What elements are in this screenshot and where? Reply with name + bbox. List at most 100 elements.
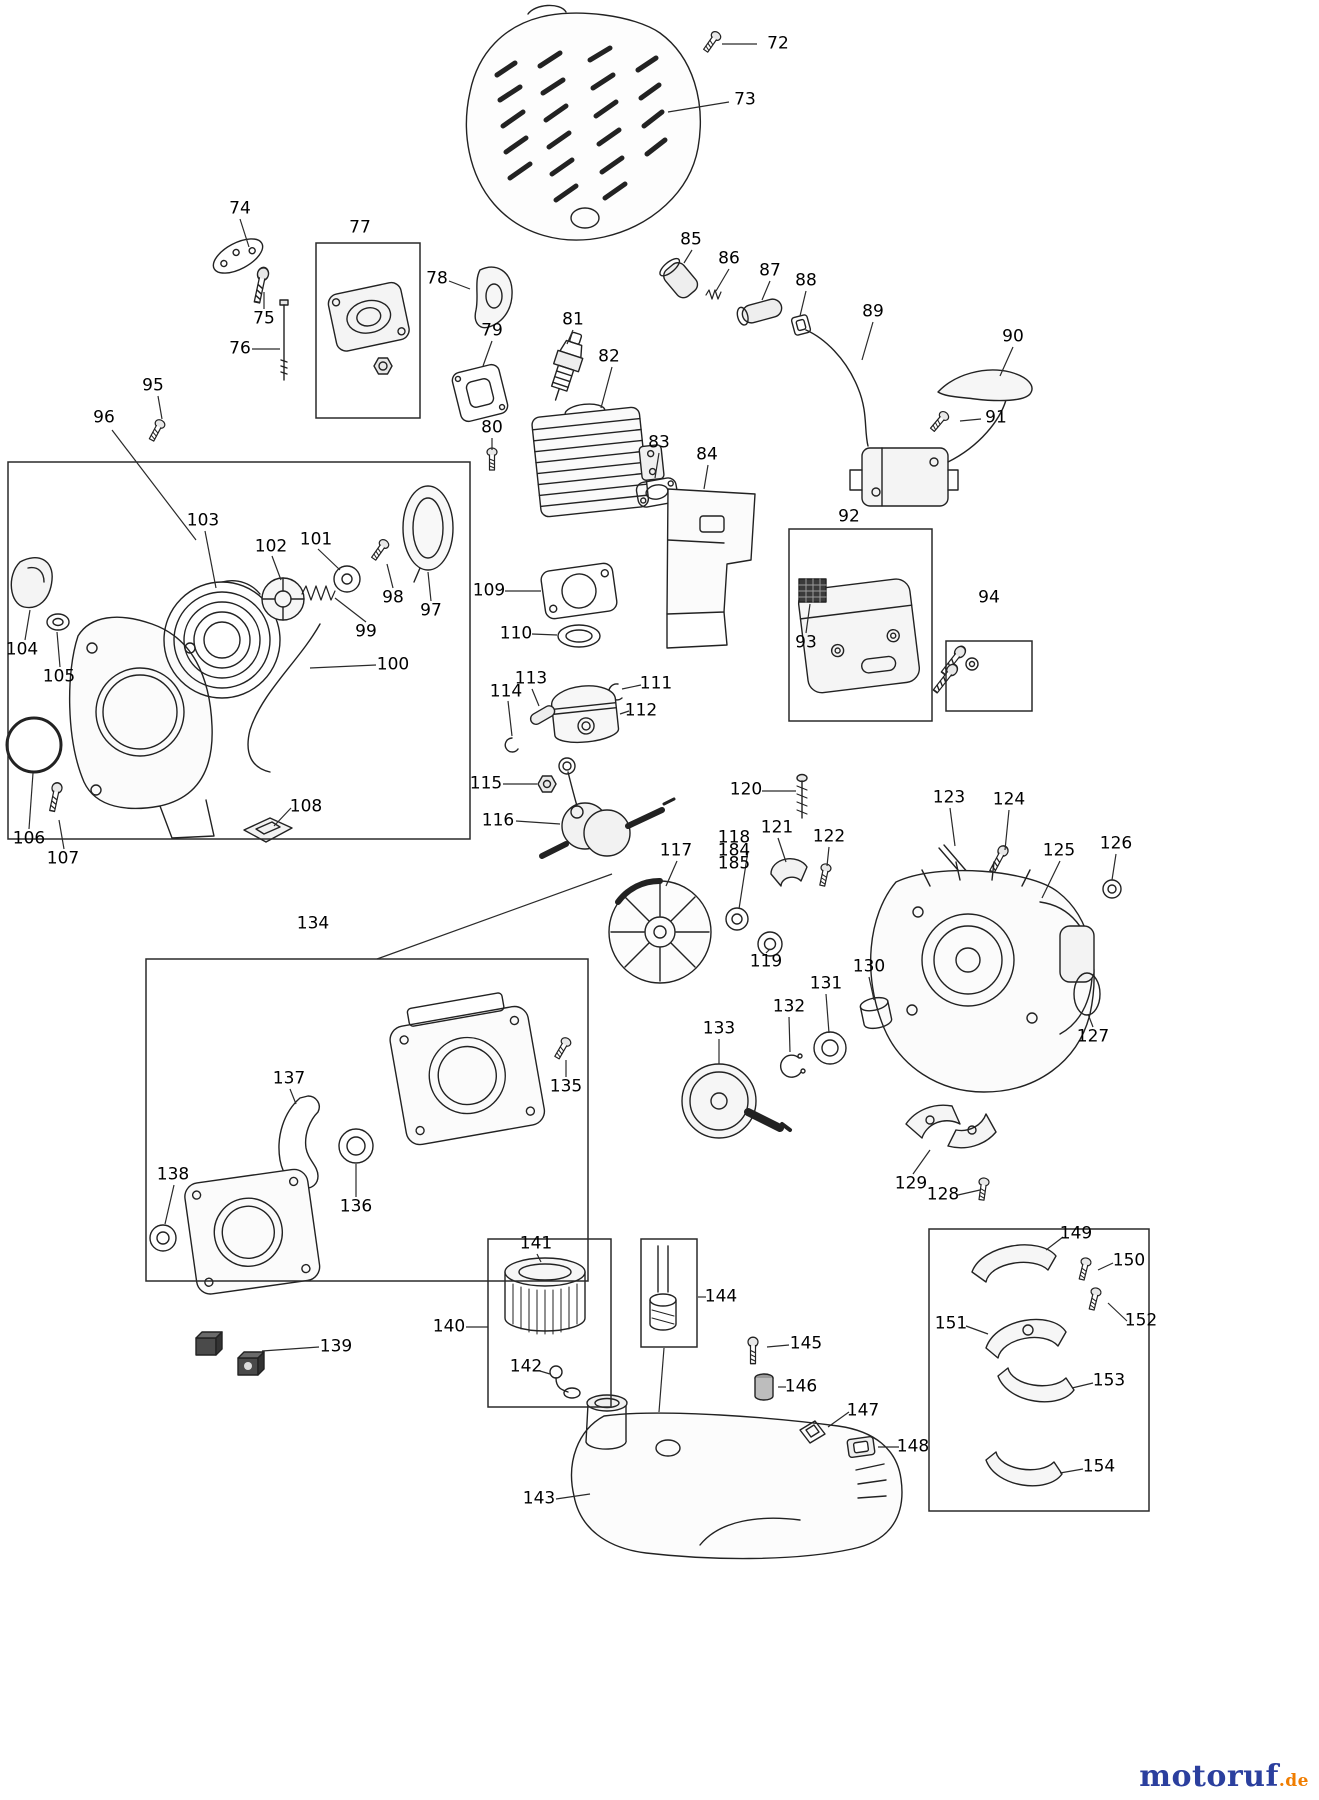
bearing-118-art xyxy=(725,907,749,931)
part-label-146: 146 xyxy=(784,1376,818,1397)
leader-line xyxy=(376,873,613,960)
part-label-94: 94 xyxy=(978,587,1000,608)
leader-line xyxy=(427,571,432,602)
leader-line xyxy=(765,948,771,954)
leader-line xyxy=(826,846,830,867)
part-label-127: 127 xyxy=(1076,1026,1110,1047)
part-label-120: 120 xyxy=(729,779,763,800)
group-box xyxy=(315,242,421,419)
clamp-153-art xyxy=(997,1367,1075,1403)
part-label-116: 116 xyxy=(481,810,515,831)
part-label-103: 103 xyxy=(186,510,220,531)
part-label-153: 153 xyxy=(1092,1370,1126,1391)
carb-gasket-art xyxy=(212,238,264,274)
clamp-154-art xyxy=(985,1451,1063,1487)
part-label-151: 151 xyxy=(934,1313,968,1334)
leader-line xyxy=(957,1189,981,1196)
leader-line xyxy=(1097,1262,1114,1271)
part-label-147: 147 xyxy=(846,1400,880,1421)
part-label-119: 119 xyxy=(749,951,783,972)
part-label-80: 80 xyxy=(481,417,503,438)
part-label-73: 73 xyxy=(734,89,756,110)
bracket-78-art xyxy=(474,266,513,329)
leader-line xyxy=(799,290,807,317)
part-label-142: 142 xyxy=(509,1356,543,1377)
part-label-110: 110 xyxy=(499,623,533,644)
group-box xyxy=(7,461,471,840)
part-label-97: 97 xyxy=(420,600,442,621)
piston-art xyxy=(551,685,620,744)
part-label-141: 141 xyxy=(519,1233,553,1254)
part-label-122: 122 xyxy=(812,826,846,847)
part-label-118: 118 xyxy=(717,827,751,848)
part-label-106: 106 xyxy=(12,828,46,849)
part-label-123: 123 xyxy=(932,787,966,808)
part-label-149: 149 xyxy=(1059,1223,1093,1244)
crankcase-art xyxy=(870,861,1095,1093)
rewind-spring-art xyxy=(163,580,281,699)
leader-line xyxy=(959,418,982,422)
part-label-125: 125 xyxy=(1042,840,1076,861)
ignition-coil-art xyxy=(805,329,1007,507)
leader-line xyxy=(999,346,1014,377)
case-half-a-art xyxy=(389,992,546,1146)
part-label-96: 96 xyxy=(93,407,115,428)
leader-line xyxy=(619,710,630,715)
leader-line xyxy=(658,1347,665,1413)
leader-line xyxy=(334,597,367,623)
gasket-79-art xyxy=(451,363,509,423)
leader-line xyxy=(621,684,642,690)
part-label-137: 137 xyxy=(272,1068,306,1089)
leader-line xyxy=(861,321,874,361)
part-label-114: 114 xyxy=(489,681,523,702)
leader-line xyxy=(1004,809,1010,851)
starter-cap-art xyxy=(402,485,454,583)
leader-line xyxy=(555,1493,591,1500)
leader-line xyxy=(448,280,471,290)
part-label-101: 101 xyxy=(299,529,333,550)
leader-line xyxy=(1059,1468,1084,1474)
part-label-115: 115 xyxy=(469,773,503,794)
group-box xyxy=(788,528,933,722)
leader-line xyxy=(912,1149,931,1175)
group-box xyxy=(640,1238,698,1348)
part-label-154: 154 xyxy=(1082,1456,1116,1477)
heat-shield-art xyxy=(666,488,756,649)
part-label-82: 82 xyxy=(598,346,620,367)
part-label-91: 91 xyxy=(985,407,1007,428)
part-label-79: 79 xyxy=(481,320,503,341)
leader-line xyxy=(868,976,875,1001)
leader-line xyxy=(531,688,540,707)
leader-line xyxy=(703,464,709,490)
base-gasket-art xyxy=(540,562,618,620)
bearing-136-art xyxy=(338,1128,374,1164)
bearing-131-art xyxy=(813,1031,847,1065)
part-label-87: 87 xyxy=(759,260,781,281)
piston-pin-art xyxy=(529,705,556,726)
nuts-139-art xyxy=(195,1331,265,1376)
part-label-148: 148 xyxy=(896,1436,930,1457)
leader-line xyxy=(600,366,613,409)
part-label-144: 144 xyxy=(704,1286,738,1307)
part-label-84: 84 xyxy=(696,444,718,465)
part-label-105: 105 xyxy=(42,666,76,687)
clip-148-art xyxy=(846,1435,876,1459)
part-label-88: 88 xyxy=(795,270,817,291)
leader-line xyxy=(1041,860,1061,899)
part-label-99: 99 xyxy=(355,621,377,642)
logo-main: motoruf xyxy=(1139,1759,1279,1794)
o-ring-106-art xyxy=(5,716,63,774)
part-label-111: 111 xyxy=(639,673,673,694)
clamp-151-art xyxy=(985,1318,1067,1359)
leader-line xyxy=(827,1411,850,1428)
cap-retainer-art xyxy=(549,1365,581,1399)
leader-line xyxy=(56,631,61,668)
part-label-77: 77 xyxy=(349,217,371,238)
muffler-screen-art xyxy=(798,578,827,603)
group-box xyxy=(928,1228,1150,1512)
part-label-78: 78 xyxy=(426,268,448,289)
part-label-124: 124 xyxy=(992,789,1026,810)
leader-line xyxy=(271,555,282,581)
